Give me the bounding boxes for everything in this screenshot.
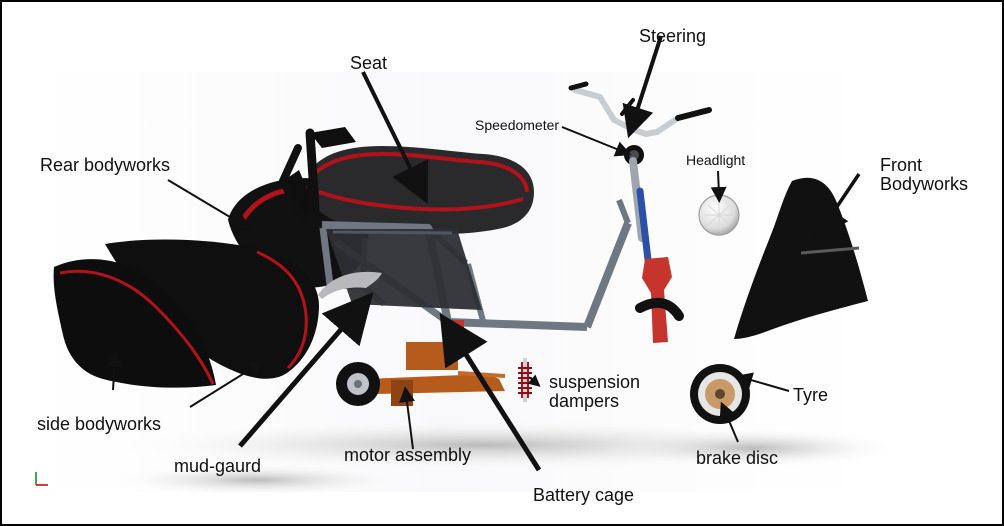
front-shadow <box>597 428 907 468</box>
axis-triad-icon <box>35 472 48 486</box>
label-suspension-dampers-line1: suspension <box>549 372 641 392</box>
label-side-bodyworks: side bodyworks <box>37 414 162 434</box>
label-rear-bodyworks: Rear bodyworks <box>40 155 171 175</box>
battery-cage-part <box>326 229 482 310</box>
mud-guard-part <box>318 271 382 299</box>
label-front-bodyworks-line2: Bodyworks <box>880 173 969 194</box>
label-tyre: Tyre <box>793 385 829 405</box>
label-front-bodyworks-line1: Front <box>880 155 923 175</box>
rear-shadow <box>107 464 407 496</box>
label-front-bodyworks: Front Bodyworks <box>880 156 990 194</box>
label-steering: Steering <box>639 26 707 46</box>
label-suspension-dampers-line2: dampers <box>549 390 620 411</box>
label-seat: Seat <box>350 53 388 73</box>
label-motor-assembly: motor assembly <box>344 445 472 465</box>
label-battery-cage: Battery cage <box>533 485 635 505</box>
suspension-damper-part <box>518 358 532 402</box>
leader-lines <box>106 35 861 472</box>
headlight-part <box>698 194 740 236</box>
label-mud-guard: mud-gaurd <box>174 456 262 476</box>
label-brake-disc: brake disc <box>696 448 779 468</box>
label-suspension-dampers: suspension dampers <box>549 373 669 411</box>
label-speedometer: Speedometer <box>475 117 560 133</box>
label-headlight: Headlight <box>686 152 746 168</box>
tyre-part <box>690 364 750 424</box>
side-bodywork-part <box>53 259 216 388</box>
steering-assembly-part <box>568 81 712 343</box>
